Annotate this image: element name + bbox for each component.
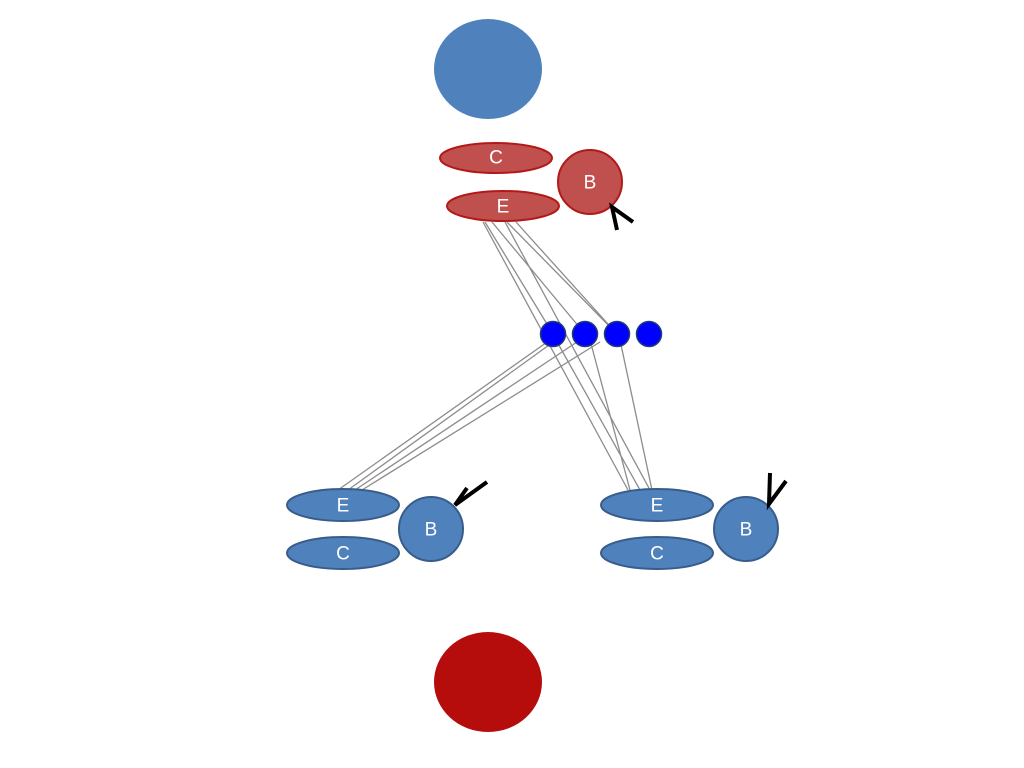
top-e-label: E [497,197,510,218]
link-node-1-to-right-e [555,339,641,491]
link-top-e-to-node-2 [491,221,586,335]
link-top-e-to-node-3 [506,221,618,335]
link-node-2-to-right-e [589,339,631,491]
left-b-circle [398,496,464,562]
right-b-label: B [740,520,753,541]
right-blue-group: E C B [600,472,788,570]
left-e-label: E [337,496,350,517]
right-c-ellipse [600,536,714,570]
node-row [539,320,663,348]
link-node-2-to-left-e-b [361,341,601,491]
node-2 [571,320,599,348]
top-red-group: C E B [439,142,635,231]
node-3 [603,320,631,348]
right-b-circle [713,496,779,562]
left-b-label: B [425,520,438,541]
right-e-ellipse [600,488,714,522]
link-node-3-to-right-e [619,339,653,491]
left-blue-group: E C B [286,480,489,570]
node-4 [635,320,663,348]
top-b-hook-icon [608,202,635,231]
top-blue-circle [434,19,542,119]
top-b-label: B [584,173,597,194]
link-top-e-to-node-4 [515,221,618,335]
left-e-ellipse [286,488,400,522]
link-top-e-to-node-1 [484,221,554,335]
top-c-label: C [489,148,503,169]
top-e-ellipse [446,190,560,222]
top-c-ellipse [439,142,553,174]
top-b-circle [557,149,623,215]
left-b-hook-icon [453,480,489,507]
right-b-hook-icon [766,472,788,511]
right-e-label: E [651,496,664,517]
link-node-2-to-left-e-a [354,339,581,491]
right-c-label: C [650,544,664,565]
node-1 [539,320,567,348]
connection-lines [337,221,653,491]
bottom-red-circle [434,632,542,732]
left-c-ellipse [286,536,400,570]
left-c-label: C [336,544,350,565]
link-node-1-to-left-e-b [347,339,557,491]
link-node-1-to-left-e-a [337,339,551,491]
